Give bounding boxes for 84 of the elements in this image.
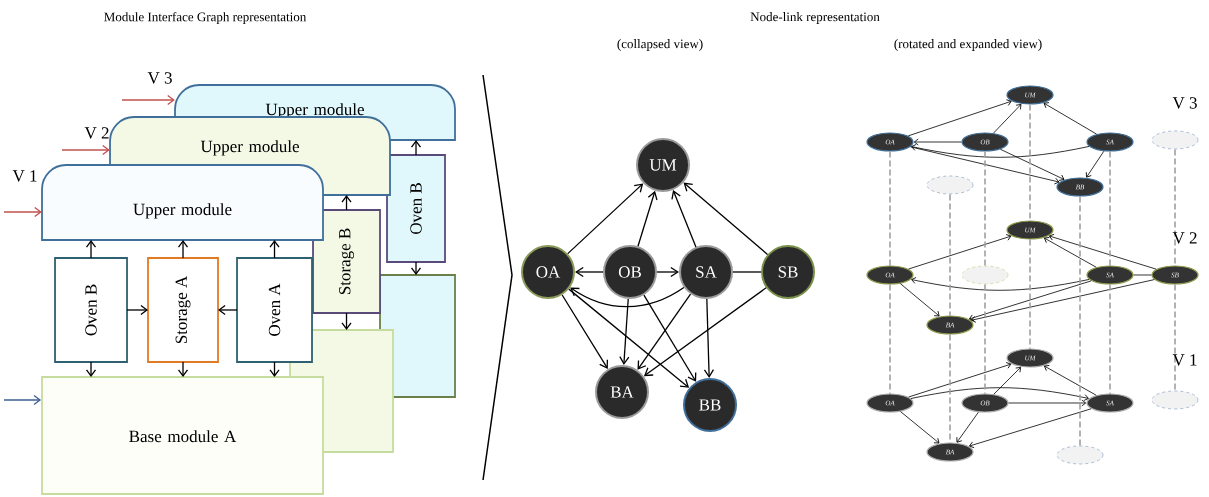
arrow (910, 146, 1060, 185)
dashed-line (1079, 195, 1081, 447)
arrow (177, 240, 189, 259)
dashed-line (1029, 103, 1031, 222)
placeholder-ellipse (1056, 445, 1104, 465)
arrow (993, 366, 1022, 395)
arrow (970, 279, 1155, 323)
module-box: Oven B (54, 257, 128, 363)
arrow (671, 190, 697, 248)
dashed-line (889, 150, 891, 267)
arrow (911, 144, 1090, 158)
version-label: V 3 (147, 72, 172, 84)
module-box: Storage B (312, 209, 381, 314)
arrow (121, 94, 175, 106)
arrow (126, 304, 148, 316)
module-box: Base module A (41, 376, 324, 495)
arrow (643, 294, 697, 382)
panel-title: Node-link representation (750, 12, 880, 24)
placeholder-ellipse (926, 175, 974, 195)
arrow (177, 361, 189, 377)
arrow (575, 266, 604, 278)
module-box: Oven B (386, 154, 446, 263)
arrow (561, 294, 608, 369)
arrow (1085, 150, 1105, 178)
module-box: Storage A (147, 257, 219, 363)
placeholder-ellipse (961, 265, 1009, 285)
arrow (908, 362, 1012, 398)
arrow (637, 293, 692, 370)
arrow (1043, 102, 1097, 135)
arrow (568, 288, 690, 388)
arrow (969, 408, 1092, 449)
arrow (683, 182, 769, 256)
connector-line (1133, 274, 1152, 276)
arrow (85, 240, 97, 259)
dashed-line (984, 150, 986, 267)
dashed-line (984, 283, 986, 395)
arrow (410, 261, 422, 275)
view-caption: (collapsed view) (617, 39, 703, 51)
module-box: Upper module (41, 164, 324, 241)
placeholder-ellipse (1151, 390, 1199, 410)
arrow (911, 277, 1090, 291)
arrow (656, 266, 679, 278)
arrow (968, 280, 1092, 321)
connector-line (732, 271, 762, 273)
version-label: V 3 (1172, 97, 1197, 109)
arrow (269, 240, 280, 259)
module-box: Oven A (236, 257, 313, 363)
arrow (703, 298, 715, 378)
arrow (567, 183, 644, 255)
view-caption: (rotated and expanded view) (894, 39, 1042, 51)
dashed-line (949, 193, 951, 317)
version-label: V 2 (84, 127, 109, 139)
arrow (1044, 365, 1097, 396)
arrow (899, 283, 940, 317)
arrow (570, 286, 685, 308)
version-label: V 2 (1172, 232, 1197, 244)
arrow (341, 195, 352, 211)
dashed-line (1109, 150, 1111, 267)
placeholder-ellipse (1151, 130, 1199, 150)
arrow (3, 206, 42, 218)
arrow (908, 234, 1012, 270)
version-label: V 1 (1172, 354, 1197, 366)
arrow (956, 411, 979, 443)
arrow (269, 361, 280, 377)
arrow (637, 190, 658, 247)
dashed-line (1174, 283, 1176, 392)
arrow (218, 304, 238, 316)
arrow (1000, 148, 1065, 181)
arrow (1049, 233, 1157, 270)
arrow (410, 140, 422, 156)
arrow (61, 144, 110, 156)
arrow (1044, 237, 1097, 268)
arrow (910, 387, 1089, 401)
arrow (85, 361, 97, 377)
arrow (3, 394, 42, 406)
arrow (900, 411, 940, 444)
panel-title: Module Interface Graph representation (104, 12, 307, 24)
arrow (341, 312, 352, 330)
arrow (643, 287, 767, 377)
arrow (907, 99, 1012, 137)
arrow (993, 104, 1022, 134)
arrow (913, 138, 962, 146)
arrow (1008, 399, 1087, 407)
arrow (619, 298, 630, 366)
